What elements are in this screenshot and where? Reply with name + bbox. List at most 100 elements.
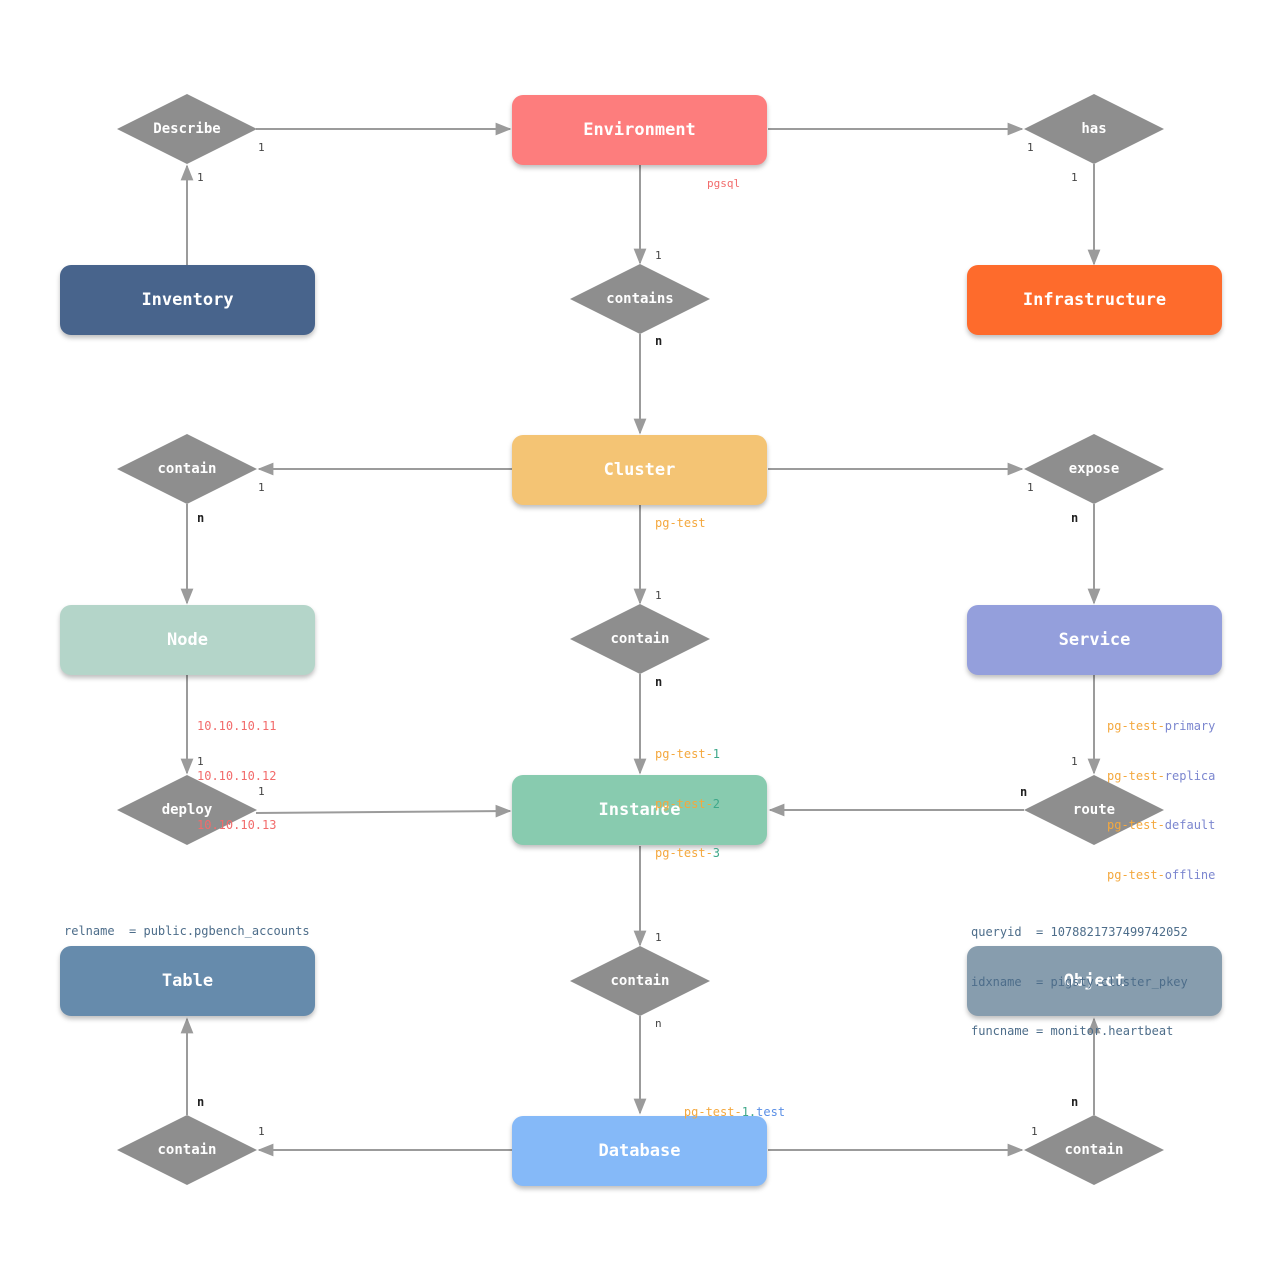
diamond-shape	[117, 94, 257, 164]
cardinality-describe-environment: 1	[258, 141, 265, 154]
relation-label: contain	[610, 631, 670, 647]
entity-instance[interactable]: Instance	[512, 775, 767, 845]
relation-label: contain	[157, 1142, 217, 1158]
node-ip: 10.10.10.12	[197, 768, 277, 783]
entity-object[interactable]: Object	[967, 946, 1222, 1016]
service-prefix: pg-test-	[1107, 867, 1165, 882]
service-suffix: primary	[1164, 719, 1216, 733]
cardinality-route-instance: n	[1020, 785, 1028, 799]
diamond-shape	[117, 775, 257, 845]
diamond-shape	[570, 604, 710, 674]
relation-label: contain	[157, 461, 217, 477]
service-prefix: pg-test-	[1107, 818, 1165, 832]
cardinality-contains-top: 1	[655, 249, 662, 262]
entity-environment[interactable]: Environment	[512, 95, 767, 165]
cardinality-expose-cluster: 1	[1027, 481, 1034, 494]
relation-label: route	[1072, 802, 1116, 818]
diamond-shape	[1024, 775, 1164, 845]
entity-table[interactable]: Table	[60, 946, 315, 1016]
diamond-shape	[1024, 94, 1164, 164]
cardinality-contain-object-database: 1	[1031, 1125, 1038, 1138]
note-cluster-pg-test: pg-test	[655, 516, 706, 530]
cardinality-deploy-instance: 1	[258, 785, 265, 798]
service-name: pg-test-default	[1107, 817, 1215, 834]
relation-has[interactable]: has	[1024, 94, 1164, 164]
diamond-shape	[570, 946, 710, 1016]
relation-contain-object[interactable]: contain	[1024, 1115, 1164, 1185]
cardinality-contain-instance-bottom: n	[655, 675, 663, 689]
cardinality-contain-node-cluster: 1	[258, 481, 265, 494]
cardinality-has-environment: 1	[1027, 141, 1034, 154]
entity-infrastructure[interactable]: Infrastructure	[967, 265, 1222, 335]
instance-suffix: 1	[712, 747, 721, 761]
instance-name: pg-test-3	[655, 845, 720, 862]
relation-contain-table[interactable]: contain	[117, 1115, 257, 1185]
service-name: pg-test-replica	[1107, 768, 1215, 785]
diamond-shape	[117, 434, 257, 504]
service-prefix: pg-test-	[1107, 768, 1165, 783]
note-database: pg-test-1.test	[655, 1087, 785, 1137]
service-suffix: default	[1164, 818, 1216, 832]
entity-service[interactable]: Service	[967, 605, 1222, 675]
cardinality-has-infrastructure: 1	[1071, 171, 1078, 184]
relation-contain-database[interactable]: contain	[570, 946, 710, 1016]
note-table-relname: relname = public.pgbench_accounts	[64, 924, 310, 938]
relation-label: deploy	[161, 802, 213, 818]
database-suffix: test	[756, 1104, 786, 1119]
service-name: pg-test-offline	[1107, 867, 1215, 884]
diamond-shape	[570, 264, 710, 334]
relation-contain-node[interactable]: contain	[117, 434, 257, 504]
entity-cluster[interactable]: Cluster	[512, 435, 767, 505]
relation-contain-instance[interactable]: contain	[570, 604, 710, 674]
instance-suffix: 2	[712, 796, 721, 811]
object-attribute: funcname = monitor.heartbeat	[971, 1024, 1174, 1038]
note-object-attributes: queryid = 1078821737499742052 idxname = …	[971, 891, 1188, 1073]
cardinality-contain-database-bottom: n	[655, 1017, 662, 1030]
entity-database[interactable]: Database	[512, 1116, 767, 1186]
entity-node[interactable]: Node	[60, 605, 315, 675]
cardinality-contain-object-object: n	[1071, 1095, 1079, 1109]
relation-route[interactable]: route	[1024, 775, 1164, 845]
cardinality-contain-table-table: n	[197, 1095, 205, 1109]
relation-label: Describe	[153, 121, 221, 137]
relation-deploy[interactable]: deploy	[117, 775, 257, 845]
service-suffix: offline	[1164, 867, 1216, 882]
instance-prefix: pg-test-	[655, 747, 713, 761]
instance-name: pg-test-2	[655, 796, 720, 813]
relation-label: contains	[606, 291, 674, 307]
relation-label: has	[1081, 121, 1107, 137]
cardinality-contain-instance-top: 1	[655, 589, 662, 602]
database-middle: 1.	[741, 1104, 757, 1119]
instance-prefix: pg-test-	[655, 846, 713, 860]
service-prefix: pg-test-	[1107, 719, 1165, 733]
database-prefix: pg-test-	[683, 1104, 742, 1119]
instance-suffix: 3	[712, 846, 721, 860]
node-ip: 10.10.10.13	[197, 818, 277, 832]
service-name: pg-test-primary	[1107, 718, 1215, 735]
diamond-shape	[1024, 1115, 1164, 1185]
relation-describe[interactable]: Describe	[117, 94, 257, 164]
diamond-shape	[117, 1115, 257, 1185]
note-node-ips: 10.10.10.11 10.10.10.12 10.10.10.13	[197, 685, 276, 867]
relation-label: expose	[1068, 461, 1120, 477]
relation-contains-cluster[interactable]: contains	[570, 264, 710, 334]
node-ip: 10.10.10.11	[197, 719, 277, 733]
cardinality-contain-table-database: 1	[258, 1125, 265, 1138]
cardinality-deploy-node: 1	[197, 755, 204, 768]
instance-prefix: pg-test-	[655, 796, 713, 811]
cardinality-contain-node-node: n	[197, 511, 205, 525]
note-environment-pgsql: pgsql	[707, 177, 741, 190]
cardinality-expose-service: n	[1071, 511, 1079, 525]
relation-expose[interactable]: expose	[1024, 434, 1164, 504]
cardinality-describe-inventory: 1	[197, 171, 204, 184]
cardinality-route-service: 1	[1071, 755, 1078, 768]
cardinality-contains-bottom: n	[655, 334, 663, 348]
edge-deploy-instance	[255, 804, 512, 818]
note-instances: pg-test-1 pg-test-2 pg-test-3	[655, 713, 720, 895]
entity-inventory[interactable]: Inventory	[60, 265, 315, 335]
object-attribute: idxname = pigsty.cluster_pkey	[971, 974, 1188, 989]
relation-label: contain	[610, 973, 670, 989]
relation-label: contain	[1064, 1142, 1124, 1158]
